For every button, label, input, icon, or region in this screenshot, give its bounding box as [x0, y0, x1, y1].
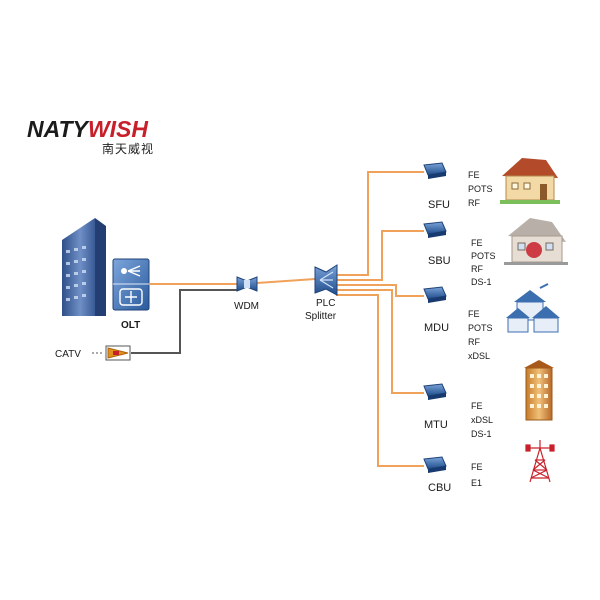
endpoint-sbu: SBU FE POTS RF DS-1 — [423, 218, 568, 287]
brand-subtitle: 南天威视 — [102, 141, 154, 156]
endpoint-sfu: SFU FE POTS RF — [423, 158, 560, 211]
service-label: FE — [468, 170, 480, 180]
endpoint-mdu: MDU FE POTS RF xDSL — [423, 283, 560, 361]
catv-label: CATV — [55, 349, 81, 360]
fiber-cbu — [336, 294, 424, 467]
olt-switch-icon — [112, 258, 150, 311]
svg-text:NATYWISH: NATYWISH — [27, 116, 148, 142]
splitter-label-line1: PLC — [316, 298, 335, 309]
service-label: FE — [471, 462, 483, 472]
tower-block-icon — [524, 360, 554, 421]
endpoint-label: MTU — [424, 419, 448, 431]
fiber-links — [149, 171, 424, 467]
coax-catv-wdm — [131, 289, 237, 354]
endpoint-label: SBU — [428, 255, 451, 267]
service-label: FE — [471, 238, 483, 248]
service-label: POTS — [471, 251, 496, 261]
brand-logo: NATYWISH 南天威视 — [27, 116, 154, 156]
wdm-coupler-icon — [236, 276, 258, 292]
cell-tower-icon — [525, 440, 555, 483]
splitter-label-line2: Splitter — [305, 311, 337, 322]
brand-name-part1: NATY — [27, 116, 91, 142]
fiber-wdm-splitter — [256, 278, 316, 284]
onu-device-icon — [423, 286, 447, 303]
brand-name-part2: WISH — [88, 116, 148, 142]
service-label: xDSL — [468, 351, 490, 361]
olt-label: OLT — [121, 320, 140, 331]
service-label: POTS — [468, 323, 493, 333]
onu-device-icon — [423, 383, 447, 400]
service-label: RF — [468, 337, 480, 347]
service-label: RF — [471, 264, 483, 274]
service-label: xDSL — [471, 415, 493, 425]
endpoint-mtu: MTU FE xDSL DS-1 — [423, 360, 554, 439]
house-icon — [500, 158, 560, 204]
service-label: DS-1 — [471, 277, 492, 287]
onu-device-icon — [423, 456, 447, 473]
multi-dwelling-icon — [506, 283, 560, 333]
endpoint-cbu: CBU FE E1 — [423, 440, 555, 494]
fiber-sfu — [336, 171, 424, 276]
onu-device-icon — [423, 221, 447, 238]
endpoint-label: MDU — [424, 322, 449, 334]
catv-amplifier-icon — [105, 345, 131, 361]
fiber-mdu — [336, 284, 424, 297]
service-label: FE — [468, 309, 480, 319]
onu-device-icon — [423, 162, 447, 179]
service-label: FE — [471, 401, 483, 411]
service-label: E1 — [471, 478, 482, 488]
wdm-label: WDM — [234, 301, 259, 312]
fiber-sbu — [336, 230, 424, 281]
small-business-icon — [504, 218, 568, 265]
plc-splitter-icon — [314, 264, 338, 296]
service-label: RF — [468, 198, 480, 208]
service-label: POTS — [468, 184, 493, 194]
fiber-mtu — [336, 289, 424, 394]
service-label: DS-1 — [471, 429, 492, 439]
central-office-building-icon — [62, 218, 106, 316]
endpoint-list: SFU FE POTS RF SBU FE POTS RF DS-1 — [423, 158, 568, 494]
endpoint-label: SFU — [428, 199, 450, 211]
endpoint-label: CBU — [428, 482, 451, 494]
